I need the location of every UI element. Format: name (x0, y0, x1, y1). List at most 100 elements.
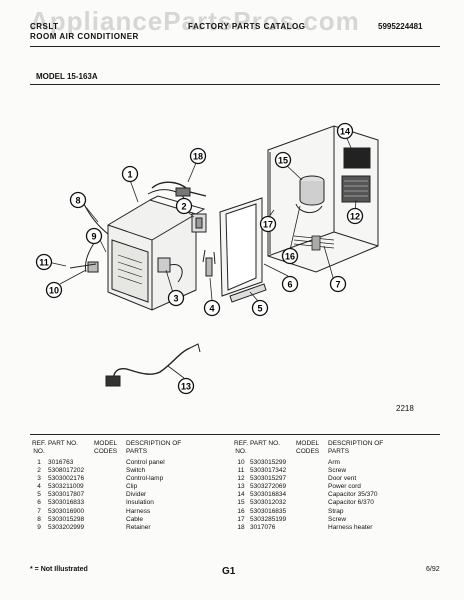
svg-text:8: 8 (75, 196, 80, 206)
part-description: Door vent (328, 475, 357, 483)
callout-7: 7 (329, 275, 347, 293)
figure-number: 2218 (396, 404, 414, 413)
table-row: 7 5303016900 Harness (30, 508, 200, 516)
part-number: 5303015298 (48, 515, 85, 523)
part-description: Capacitor 6/370 (328, 499, 374, 507)
part-number: 5303015297 (250, 475, 287, 483)
ref-number: 3 (37, 475, 41, 483)
part-description: Harness heater (328, 523, 373, 531)
part-number: 5303016834 (250, 491, 287, 499)
svg-text:9: 9 (91, 232, 96, 242)
callout-16: 16 (281, 247, 299, 265)
part-number: 5303016835 (250, 507, 287, 515)
model-codes (94, 459, 126, 467)
part-description: Harness (126, 507, 151, 515)
model-codes (296, 508, 328, 516)
part-number: 5308017202 (48, 467, 85, 475)
parts-table-header: REF. NO. PART NO. MODEL CODES DESCRIPTIO… (232, 440, 402, 459)
power-cord-drawing (105, 343, 201, 387)
divider-drawing (219, 197, 263, 297)
column-description: DESCRIPTION OF PARTS (328, 440, 384, 455)
part-number: 5303017807 (48, 491, 85, 499)
part-number: 5303016833 (48, 499, 85, 507)
header-brand: CRSLT (30, 22, 59, 31)
part-description: Insulation (126, 499, 154, 507)
ref-number: 11 (237, 467, 245, 475)
header-catalog-title: FACTORY PARTS CATALOG (188, 22, 306, 31)
model-codes (94, 508, 126, 516)
column-part: PART NO. (48, 440, 78, 447)
svg-text:5: 5 (257, 304, 262, 314)
callout-1: 1 (121, 165, 139, 183)
header-product-type: ROOM AIR CONDITIONER (30, 32, 139, 41)
part-description: Screw (328, 467, 347, 475)
part-number: 3016763 (48, 459, 74, 466)
cabinet-side-drawing (267, 125, 379, 273)
part-number: 5303012032 (250, 499, 287, 507)
svg-text:7: 7 (335, 280, 340, 290)
callout-13: 13 (177, 377, 195, 395)
ref-number: 8 (37, 515, 41, 523)
model-codes (296, 467, 328, 475)
ref-number: 17 (237, 515, 245, 523)
model-codes (296, 475, 328, 483)
part-description: Control-lamp (126, 475, 164, 483)
part-description: Power cord (328, 483, 361, 491)
svg-text:18: 18 (193, 152, 203, 162)
model-label: MODEL 15-163A (36, 72, 98, 81)
ref-number: 14 (237, 491, 245, 499)
table-row: 13 5303272069 Power cord (232, 483, 402, 491)
callout-17: 17 (259, 215, 277, 233)
part-description: Retainer (126, 523, 151, 531)
svg-text:16: 16 (285, 252, 295, 262)
part-description: Arm (328, 459, 340, 466)
callout-10: 10 (45, 281, 63, 299)
model-codes (94, 499, 126, 507)
control-lamp-drawing (157, 257, 183, 283)
model-codes (296, 459, 328, 467)
column-model: MODEL CODES (296, 440, 320, 455)
part-number: 3017076 (250, 523, 276, 531)
callout-6: 6 (281, 275, 299, 293)
callout-11: 11 (35, 253, 53, 271)
model-codes (296, 524, 328, 532)
svg-text:2: 2 (181, 202, 186, 212)
model-codes (94, 467, 126, 475)
part-description: Cable (126, 515, 143, 523)
column-model: MODEL CODES (94, 440, 118, 455)
part-number: 5303272069 (250, 483, 287, 491)
callout-15: 15 (274, 151, 292, 169)
part-number: 5303016900 (48, 507, 85, 515)
watermark: AppliancePartsPros.com (30, 6, 360, 36)
parts-table-right: REF. NO. PART NO. MODEL CODES DESCRIPTIO… (232, 440, 402, 532)
ref-number: 1 (37, 459, 41, 466)
model-codes (296, 491, 328, 499)
ref-number: 15 (237, 499, 245, 507)
part-description: Clip (126, 483, 138, 491)
part-description: Strap (328, 507, 344, 515)
part-description: Switch (126, 467, 146, 475)
ref-number: 13 (237, 483, 245, 491)
harness-heater-drawing (147, 181, 207, 199)
column-ref: REF. NO. (233, 440, 249, 455)
svg-text:6: 6 (287, 280, 292, 290)
callout-8: 8 (69, 191, 87, 209)
model-rule (30, 84, 440, 85)
header-publication-number: 5995224481 (378, 22, 423, 31)
header-rule (30, 46, 440, 47)
ref-number: 6 (37, 499, 41, 507)
part-number: 5303211009 (48, 483, 84, 491)
ref-number: 9 (37, 523, 41, 531)
ref-number: 7 (37, 507, 41, 515)
callout-9: 9 (85, 227, 103, 245)
model-codes (94, 475, 126, 483)
svg-text:17: 17 (263, 220, 273, 230)
